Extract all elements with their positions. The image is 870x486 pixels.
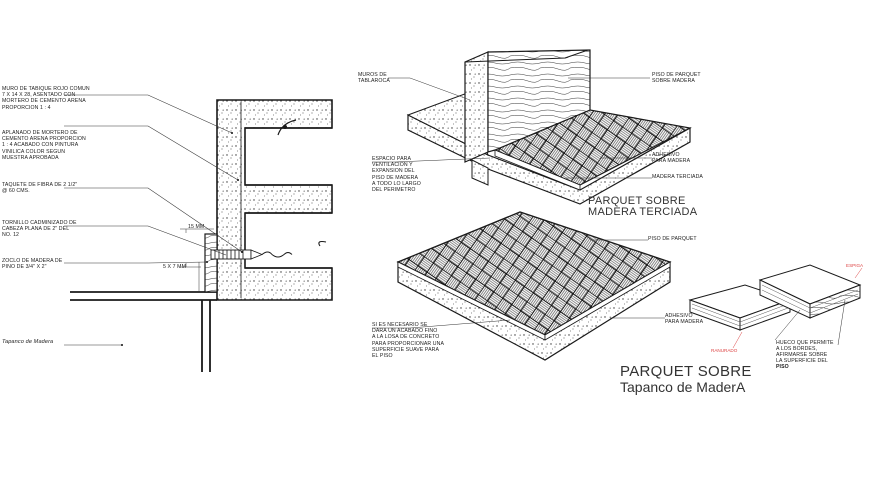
label-note-line2: A LOS BORDES, [776,346,818,352]
title-bottom-line2: Tapanco de MaderA [620,379,746,395]
parquet-plywood-isometric [372,49,692,205]
label-fiber-anchor: TAQUETE DE FIBRA DE 2 1/2" @ 60 CMS. [2,182,78,195]
label-parquet-on-wood: PISO DE PARQUET SOBRE MADERA [652,72,701,85]
anchor-screw [210,249,293,260]
title-top-line1: PARQUET SOBRE [588,195,686,207]
label-parquet-floor: PISO DE PARQUET [648,236,697,242]
label-ranurado: RANURADO [711,348,738,353]
label-note-bold: PISO [776,364,789,370]
dim-5x7mm: 5 X 7 mm [163,264,186,270]
title-bottom-line1: PARQUET SOBRE [620,363,752,380]
label-fine-finish-note: SI ES NECESARIO SE DARA UN ACABADO FINO … [372,322,445,360]
label-espiga: ESPIGA [846,263,864,268]
label-adhesive-bottom: ADHESIVO PARA MADERA [665,313,704,326]
label-note-line1: HUECO QUE PERMITE [776,340,834,346]
parquet-slab-isometric [372,211,672,361]
label-plaster-finish: APLANADO DE MORTERO DE CEMENTO ARENA PRO… [2,130,86,161]
label-drywall: MUROS DE TABLAROCA [358,72,390,85]
label-plywood: MADERA TERCIADA [652,174,703,180]
label-screw: TORNILLO CADMINIZADO DE CABEZA PLANA DE … [2,220,77,239]
label-brick-wall: MURO DE TABIQUE ROJO COMUN 7 X 14 X 28, … [2,86,90,111]
tongue-groove-detail [688,264,863,349]
label-note-line4: LA SUPERFICIE DEL [776,358,828,364]
label-wood-loft: Tapanco de Madera [2,339,54,345]
dim-15mm: 15 mm [188,224,205,230]
label-baseboard: ZOCLO DE MADERA DE PINO DE 3/4" x 2" [2,258,63,271]
label-note-line3: AFIRMARSE SOBRE [776,352,828,358]
wall-section-detail [64,94,333,372]
label-ventilation-gap: ESPACIO PARA VENTILACION Y EXPANSION DEL… [372,156,421,194]
title-top-line2: MADERA TERCIADA [588,206,698,218]
label-wood-adhesive: ADHESIVO PARA MADERA [652,152,691,165]
